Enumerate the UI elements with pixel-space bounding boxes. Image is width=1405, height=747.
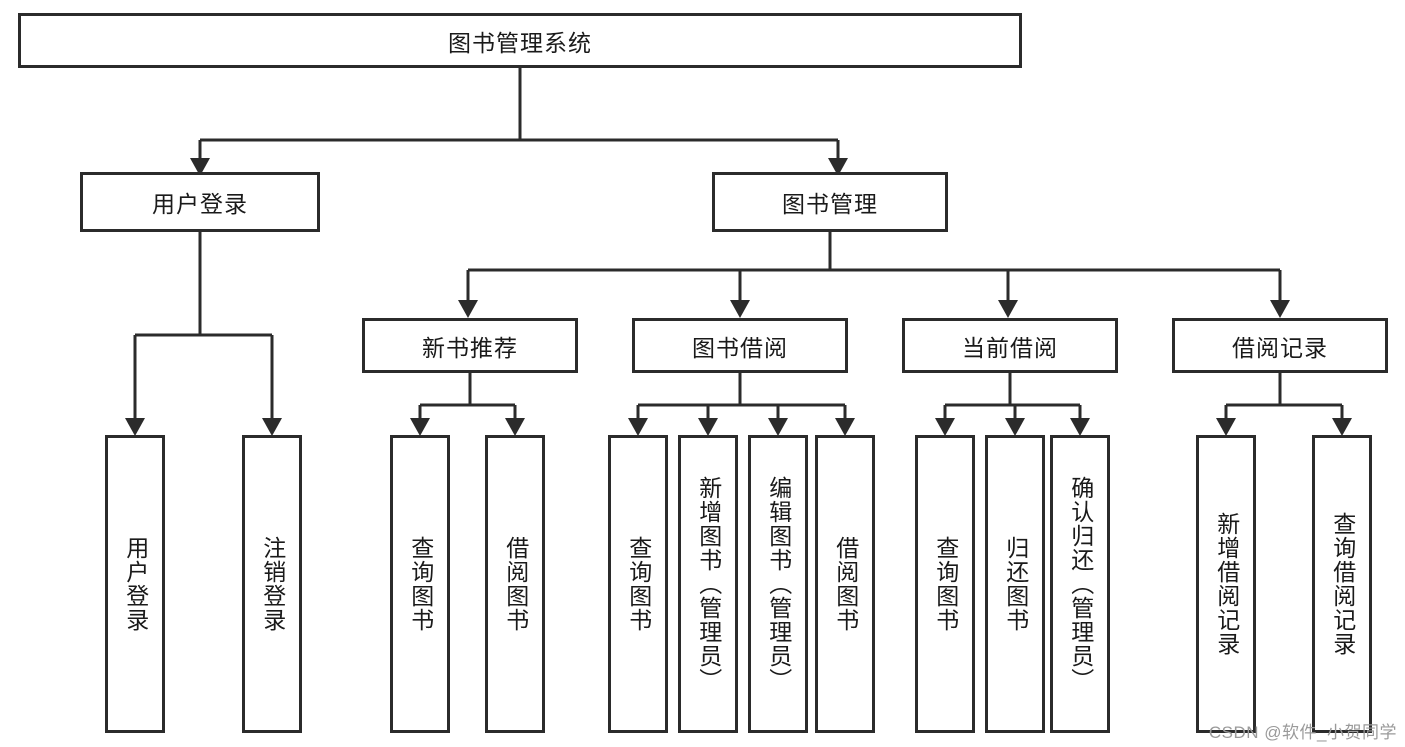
leaf-book-borrow-edit[interactable]: 编辑图书（管理员） [748, 435, 808, 733]
leaf-label: 查询图书 [625, 536, 652, 632]
node-borrow-record[interactable]: 借阅记录 [1172, 318, 1388, 373]
connector-book-mgmt-to-level3 [458, 232, 1290, 318]
leaf-label: 借阅图书 [502, 536, 529, 632]
node-borrow-record-label: 借阅记录 [1232, 334, 1328, 361]
connector-user-login-to-leaves [125, 232, 282, 436]
node-book-management-label: 图书管理 [782, 191, 878, 217]
node-new-book-recommend[interactable]: 新书推荐 [362, 318, 578, 373]
leaf-label: 用户登录 [122, 536, 149, 632]
leaf-label: 查询图书 [932, 536, 959, 632]
leaf-current-borrow-confirm-return[interactable]: 确认归还（管理员） [1050, 435, 1110, 733]
leaf-new-book-query[interactable]: 查询图书 [390, 435, 450, 733]
node-new-book-recommend-label: 新书推荐 [422, 334, 518, 361]
node-book-management[interactable]: 图书管理 [712, 172, 948, 232]
leaf-new-book-borrow[interactable]: 借阅图书 [485, 435, 545, 733]
leaf-label: 新增借阅记录 [1213, 512, 1240, 656]
connector-new-book-to-leaves [410, 373, 525, 436]
leaf-current-borrow-query[interactable]: 查询图书 [915, 435, 975, 733]
connector-root-to-level2 [190, 68, 848, 176]
node-book-borrow[interactable]: 图书借阅 [632, 318, 848, 373]
node-current-borrow-label: 当前借阅 [962, 334, 1058, 361]
leaf-label: 查询图书 [407, 536, 434, 632]
leaf-label: 查询借阅记录 [1329, 512, 1356, 656]
node-root-label: 图书管理系统 [448, 29, 592, 56]
leaf-book-borrow-add[interactable]: 新增图书（管理员） [678, 435, 738, 733]
leaf-label: 借阅图书 [832, 536, 859, 632]
leaf-label: 确认归还（管理员） [1067, 476, 1094, 692]
connector-book-borrow-to-leaves [628, 373, 855, 436]
node-current-borrow[interactable]: 当前借阅 [902, 318, 1118, 373]
leaf-current-borrow-return[interactable]: 归还图书 [985, 435, 1045, 733]
leaf-book-borrow-borrow[interactable]: 借阅图书 [815, 435, 875, 733]
leaf-book-borrow-query[interactable]: 查询图书 [608, 435, 668, 733]
leaf-borrow-record-query[interactable]: 查询借阅记录 [1312, 435, 1372, 733]
node-book-borrow-label: 图书借阅 [692, 334, 788, 361]
node-root[interactable]: 图书管理系统 [18, 13, 1022, 68]
leaf-label: 编辑图书（管理员） [765, 476, 792, 692]
leaf-user-login-login[interactable]: 用户登录 [105, 435, 165, 733]
connector-current-borrow-to-leaves [935, 373, 1090, 436]
node-user-login-label: 用户登录 [152, 191, 248, 217]
leaf-label: 注销登录 [259, 536, 286, 632]
leaf-label: 新增图书（管理员） [695, 476, 722, 692]
leaf-borrow-record-add[interactable]: 新增借阅记录 [1196, 435, 1256, 733]
leaf-label: 归还图书 [1002, 536, 1029, 632]
node-user-login[interactable]: 用户登录 [80, 172, 320, 232]
connector-borrow-record-to-leaves [1216, 373, 1352, 436]
leaf-user-login-logout[interactable]: 注销登录 [242, 435, 302, 733]
